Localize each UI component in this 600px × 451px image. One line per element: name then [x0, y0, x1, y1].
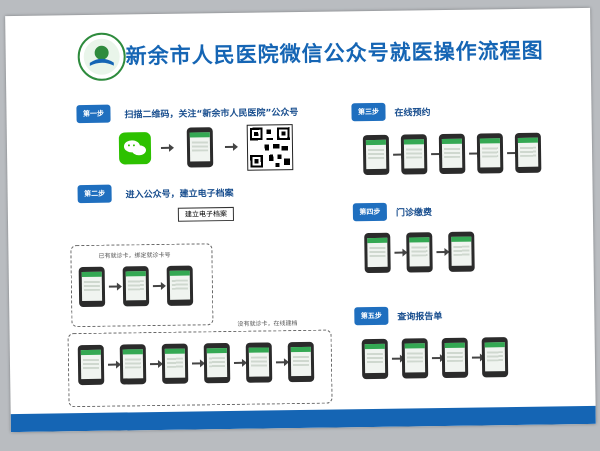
- arrow-right-icon: [471, 356, 482, 359]
- arrow-right-icon: [107, 363, 119, 366]
- arrow-right-icon: [152, 284, 163, 288]
- phone-screen-icon: [514, 132, 542, 173]
- phone-screen-icon: [406, 232, 433, 273]
- step-badge-3: 第三步: [351, 102, 386, 122]
- phone-screen-icon: [287, 341, 315, 383]
- bottom-band: [10, 405, 596, 433]
- no-card-note: 没有就诊卡，在线建档: [237, 320, 298, 328]
- step-title-2: 进入公众号，建立电子档案: [125, 188, 234, 201]
- phone-screen-icon: [203, 343, 231, 384]
- arrow-right-icon: [391, 357, 402, 360]
- arrow-right-icon: [431, 357, 442, 360]
- phone-screen-icon: [77, 344, 105, 386]
- phone-screen-icon: [362, 134, 390, 176]
- arrow-right-icon: [436, 250, 447, 254]
- phone-screen-icon: [400, 134, 428, 175]
- arrow-right-icon: [275, 361, 286, 364]
- hospital-logo-icon: [77, 32, 127, 82]
- arrow-right-icon: [224, 145, 235, 149]
- step-badge-4: 第四步: [352, 202, 388, 222]
- phone-screen-icon: [448, 231, 475, 272]
- phone-screen-icon: [438, 133, 466, 175]
- phone-screen-icon: [166, 265, 194, 306]
- phone-screen-icon: [476, 133, 504, 174]
- arrow-right-icon: [160, 146, 171, 149]
- arrow-right-icon: [191, 362, 203, 365]
- step-title-3: 在线预约: [394, 108, 431, 119]
- phone-screen-icon: [245, 342, 273, 383]
- arrow-right-icon: [233, 361, 245, 364]
- wechat-icon: [118, 132, 152, 165]
- phone-screen-icon: [119, 344, 147, 385]
- arrow-right-icon: [149, 362, 161, 366]
- poster: 新余市人民医院微信公众号就医操作流程图 第一步 扫描二维码，关注“新余市人民医院…: [5, 7, 596, 433]
- step-badge-2: 第二步: [77, 184, 112, 204]
- phone-screen-icon: [361, 338, 389, 380]
- step-title-1: 扫描二维码，关注“新余市人民医院”公众号: [124, 108, 299, 121]
- phone-screen-icon: [186, 127, 214, 168]
- step-title-5: 查询报告单: [397, 312, 443, 323]
- has-card-note: 已有就诊卡，绑定就诊卡号: [98, 251, 171, 260]
- phone-screen-icon: [122, 266, 150, 307]
- arrow-right-icon: [108, 285, 119, 288]
- page-title: 新余市人民医院微信公众号就医操作流程图: [125, 38, 544, 69]
- step-badge-1: 第一步: [76, 104, 111, 124]
- arrow-right-icon: [394, 251, 405, 254]
- step-badge-5: 第五步: [354, 306, 389, 326]
- phone-screen-icon: [78, 266, 106, 308]
- phone-screen-icon: [364, 232, 391, 274]
- phone-screen-icon: [441, 337, 469, 379]
- qr-code-icon: [246, 124, 294, 171]
- phone-screen-icon: [401, 338, 429, 379]
- step-title-4: 门诊缴费: [395, 208, 433, 219]
- phone-screen-icon: [161, 343, 189, 384]
- phone-screen-icon: [481, 337, 509, 378]
- create-record-label: 建立电子档案: [177, 206, 235, 222]
